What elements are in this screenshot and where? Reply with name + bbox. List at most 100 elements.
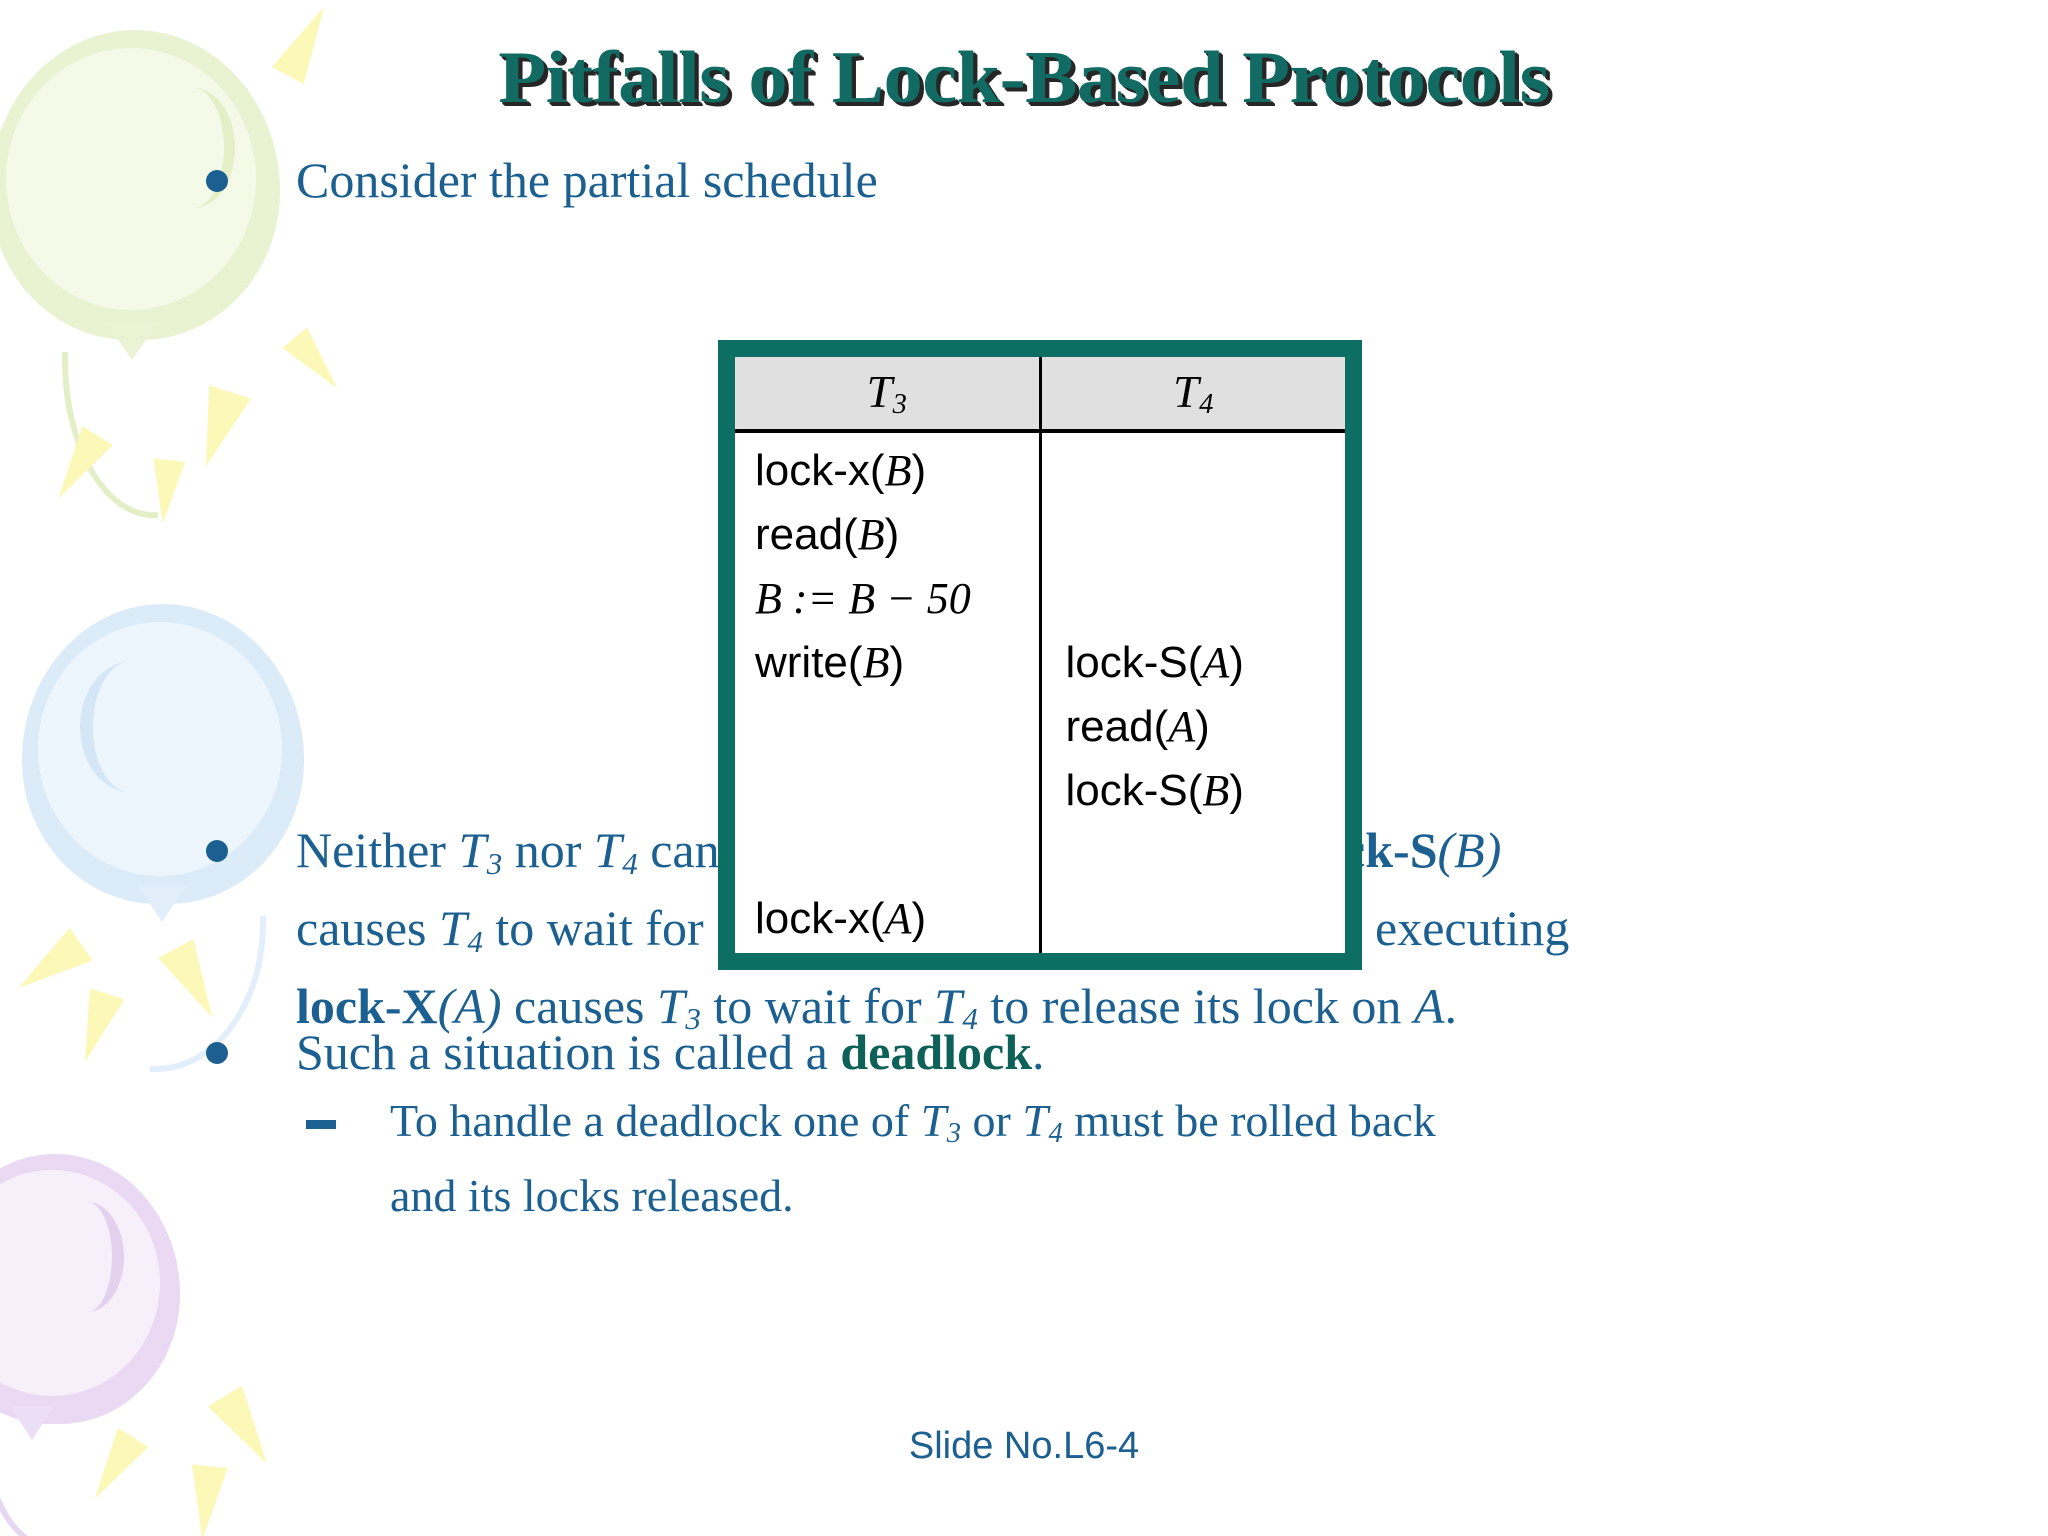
- t4-op2-fn: lock-S: [1065, 766, 1188, 815]
- t3-op3-arg: B: [862, 638, 890, 687]
- bullet-marker-icon: [206, 1042, 228, 1064]
- schedule-cell-t3: lock-x(B) read(B) B := B − 50 write(B): [735, 431, 1042, 953]
- neither-l1-T3sub: 3: [486, 845, 503, 881]
- column-header-t3-sub: 3: [892, 389, 907, 421]
- slide-footer: Slide No.L6-4: [0, 1425, 2048, 1468]
- t4-op1-close: ): [1195, 702, 1210, 751]
- neither-l3-a: causes: [501, 977, 657, 1034]
- t4-op0-fn: lock-S: [1065, 638, 1188, 687]
- slide-number-label: Slide No.L6-4: [908, 1425, 1140, 1467]
- dash-marker-icon: [306, 1120, 336, 1129]
- neither-l3-A: A: [1413, 977, 1445, 1034]
- t4-op1-arg: A: [1168, 702, 1196, 751]
- rollback-l1-T4: T: [1022, 1095, 1048, 1146]
- neither-l1-locksarg: (B): [1437, 822, 1502, 878]
- neither-l1-a: Neither: [296, 822, 459, 878]
- neither-l3-T3sub: 3: [685, 1001, 701, 1037]
- neither-l1-T4: T: [593, 822, 622, 878]
- partial-schedule-table: T3 T4 lock-x(B): [735, 357, 1345, 953]
- bullet-text-consider: Consider the partial schedule: [296, 148, 878, 212]
- t3-op0-open: (: [869, 446, 885, 495]
- neither-l2-a: causes: [296, 899, 439, 956]
- schedule-body-row: lock-x(B) read(B) B := B − 50 write(B): [735, 431, 1345, 953]
- rollback-line-2: and its locks released.: [390, 1165, 1910, 1227]
- t3-op1-open: (: [843, 510, 858, 559]
- column-header-t3: T3: [735, 357, 1042, 433]
- t4-op2-open: (: [1187, 766, 1203, 815]
- column-header-t4: T4: [1040, 357, 1345, 433]
- t4-lead-spacer: [1066, 433, 1346, 631]
- neither-l1-T4sub: 4: [622, 845, 638, 881]
- rollback-l2: and its locks released.: [390, 1170, 794, 1222]
- t3-op1-close: ): [884, 510, 900, 559]
- t4-op0-open: (: [1187, 638, 1203, 687]
- schedule-table-body: lock-x(B) read(B) B := B − 50 write(B): [735, 431, 1345, 953]
- partial-schedule-table-frame: T3 T4 lock-x(B): [718, 340, 1362, 970]
- rollback-line-1: To handle a deadlock one of T3 or T4 mus…: [390, 1090, 1910, 1165]
- t4-op-lock-s-a: lock-S(A): [1066, 631, 1346, 695]
- neither-l1-T3: T: [458, 822, 487, 878]
- t3-op3-close: ): [889, 638, 905, 687]
- t3-op3-open: (: [847, 638, 863, 687]
- t4-op0-close: ): [1229, 638, 1244, 687]
- rollback-l1-T3: T: [920, 1095, 947, 1146]
- t3-op-read-b: read(B): [755, 503, 1039, 567]
- page-title: Pitfalls of Lock-Based Protocols: [0, 36, 2048, 121]
- deadlock-keyword: deadlock: [840, 1024, 1033, 1080]
- bullet-marker-icon: [206, 170, 228, 192]
- t3-op1-arg: B: [857, 510, 885, 559]
- t3-op-lock-x-b: lock-x(B): [755, 439, 1039, 503]
- t4-op-read-a: read(A): [1066, 695, 1346, 759]
- t3-op0-arg: B: [884, 446, 912, 495]
- neither-l3-d: .: [1444, 977, 1457, 1034]
- t4-op1-fn: read: [1065, 702, 1154, 751]
- t3-late-arg: A: [884, 894, 912, 943]
- t3-late-open: (: [869, 894, 885, 943]
- bullet-text-deadlock: Such a situation is called a deadlock.: [296, 1020, 1045, 1084]
- t3-late-fn: lock-x: [755, 894, 870, 943]
- bullet-item-deadlock: Such a situation is called a deadlock.: [206, 1020, 1946, 1084]
- t3-op2-expr: B := B − 50: [755, 574, 971, 623]
- t3-op-lock-x-a: lock-x(A): [755, 887, 1039, 951]
- rollback-l1-b: or: [961, 1095, 1023, 1146]
- bullet-consider-label: Consider the partial schedule: [296, 152, 878, 208]
- bullet-item-rollback: To handle a deadlock one of T3 or T4 mus…: [306, 1090, 1946, 1227]
- t4-operation-list: lock-S(A) read(A) lock-S(B): [1066, 433, 1346, 823]
- bullet-item-consider: Consider the partial schedule: [206, 148, 1906, 212]
- neither-l2-b: to wait for: [482, 899, 717, 956]
- t4-op1-open: (: [1153, 702, 1169, 751]
- t3-op0-fn: lock-x: [755, 446, 870, 495]
- column-header-t3-base: T: [866, 365, 893, 417]
- deadlock-a: Such a situation is called a: [296, 1024, 841, 1080]
- page-title-text: Pitfalls of Lock-Based Protocols: [498, 37, 1550, 119]
- deadlock-b: .: [1032, 1024, 1045, 1080]
- t3-op0-close: ): [911, 446, 927, 495]
- neither-line-3: lock-X(A) causes T3 to wait for T4 to re…: [296, 974, 1946, 1052]
- schedule-cell-t4: lock-S(A) read(A) lock-S(B): [1040, 431, 1345, 953]
- bullet-text-rollback: To handle a deadlock one of T3 or T4 mus…: [390, 1090, 1910, 1227]
- t4-op2-arg: B: [1202, 766, 1230, 815]
- t3-operation-list: lock-x(B) read(B) B := B − 50 write(B): [755, 439, 1039, 951]
- t3-op-assign-b: B := B − 50: [755, 567, 1039, 631]
- schedule-header-row: T3 T4: [735, 357, 1345, 433]
- neither-l3-b: to wait for: [700, 977, 935, 1034]
- column-header-t4-base: T: [1173, 365, 1199, 417]
- t3-op3-fn: write: [755, 638, 848, 687]
- neither-l2-T4: T: [439, 899, 467, 956]
- t3-gap-spacer: [755, 695, 1039, 887]
- neither-l3-lockxarg: (A): [437, 977, 502, 1034]
- neither-l3-T4sub: 4: [962, 1001, 978, 1037]
- t4-op-lock-s-b: lock-S(B): [1066, 759, 1346, 823]
- neither-l3-c: to release its lock on: [977, 977, 1414, 1034]
- bullet-marker-icon: [206, 840, 228, 862]
- neither-l3-T4: T: [934, 977, 962, 1034]
- t3-late-close: ): [911, 894, 927, 943]
- neither-l3-T3: T: [657, 977, 685, 1034]
- t3-op-write-b: write(B): [755, 631, 1039, 695]
- t4-op2-close: ): [1229, 766, 1244, 815]
- rollback-l1-c: must be rolled back: [1062, 1095, 1436, 1146]
- rollback-l1-a: To handle a deadlock one of: [390, 1095, 921, 1146]
- column-header-t4-sub: 4: [1199, 389, 1214, 421]
- t4-op0-arg: A: [1202, 638, 1230, 687]
